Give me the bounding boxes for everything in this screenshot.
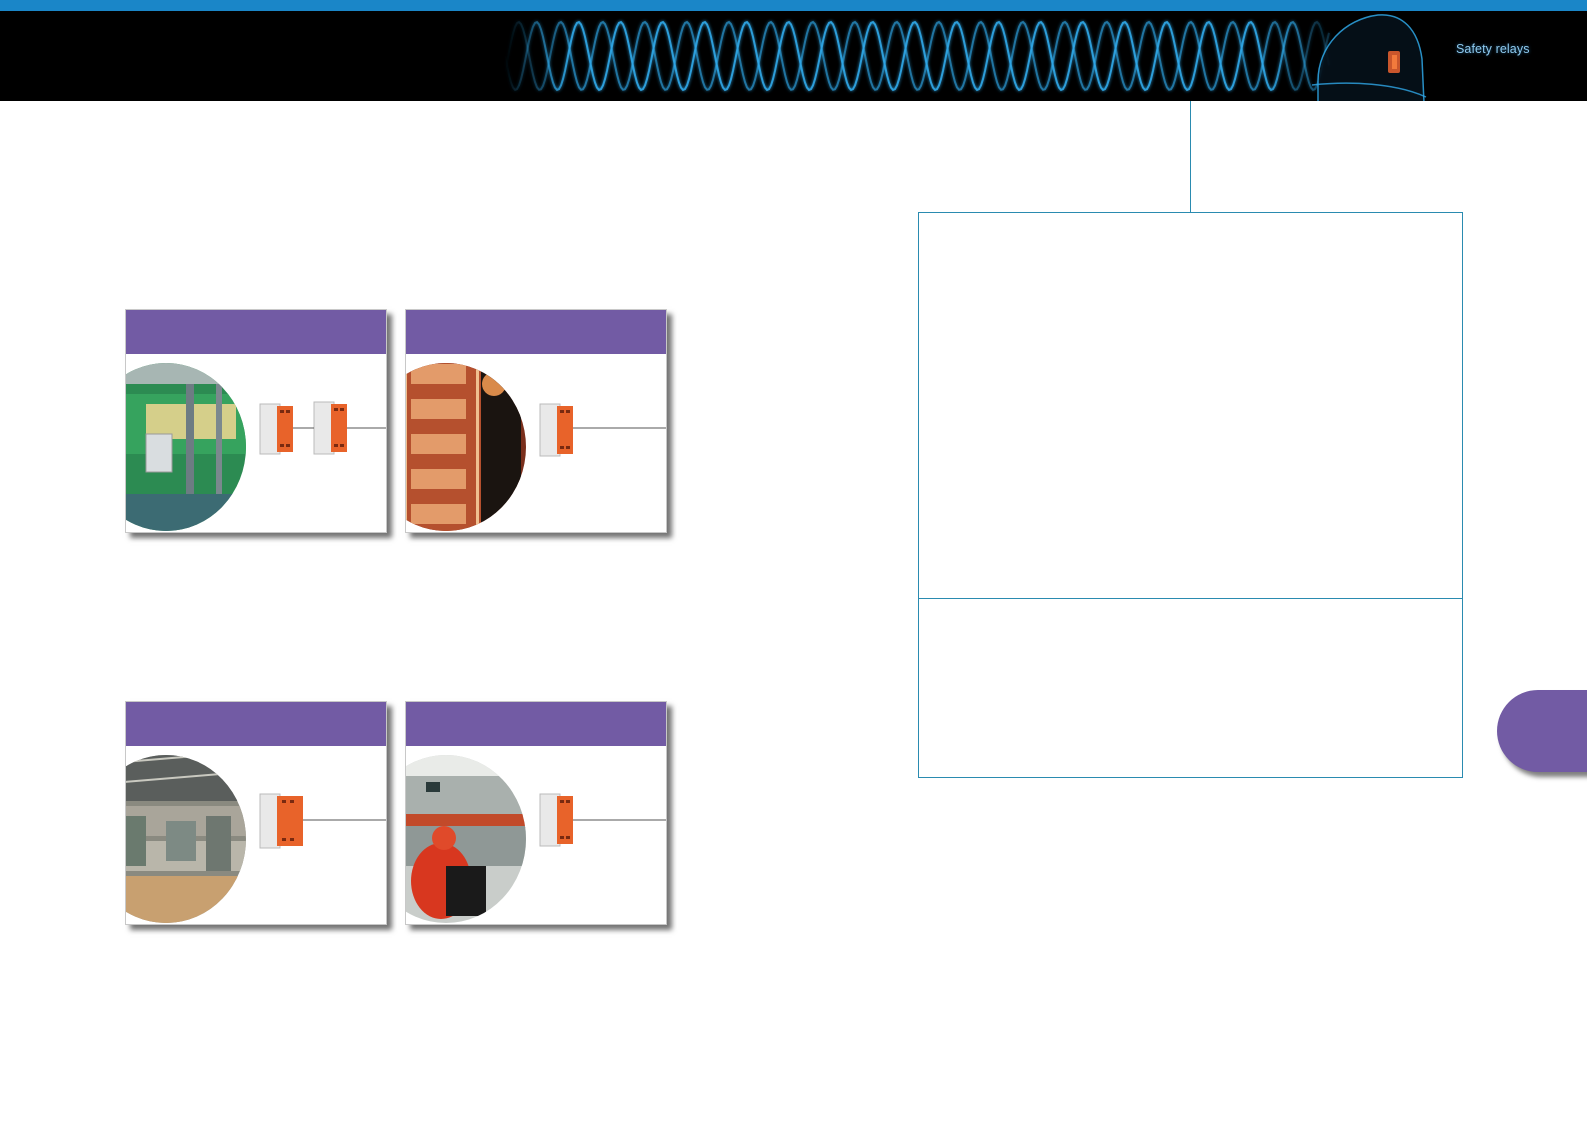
press-machine-photo [126,363,386,531]
chapter-tab[interactable] [1497,690,1587,772]
safety-relay-icon [539,793,573,847]
application-card-factory [125,701,387,925]
safety-relay-icon [313,401,347,455]
card-header-bar [406,702,666,746]
card-header-bar [126,310,386,354]
info-panel [918,212,1463,778]
safety-relay-icon [539,403,573,457]
sine-wave-line-1 [504,20,1330,92]
safety-relay-icon [259,793,303,849]
application-card-control-room [405,701,667,925]
elevator-shaft-photo [406,363,666,531]
info-panel-divider [919,598,1462,599]
connector-line [1190,101,1191,212]
section-title: Safety relays [1456,42,1530,56]
safety-relay-icon [259,403,293,455]
sine-wave-graphic [504,14,1427,101]
header-banner [0,11,1587,101]
card-header-bar [406,310,666,354]
factory-hall-photo [126,755,386,923]
card-header-bar [126,702,386,746]
helmet-icon [1311,14,1427,101]
application-card-press [125,309,387,533]
application-card-elevator [405,309,667,533]
top-accent-stripe [0,0,1587,11]
operator-photo [406,755,666,923]
header-notch [0,101,108,103]
sine-wave-line-2 [504,20,1330,91]
